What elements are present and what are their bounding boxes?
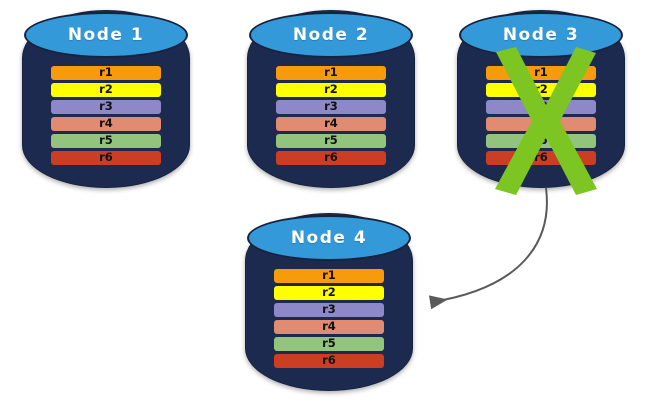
record-r1: r1 <box>486 66 596 80</box>
record-r6: r6 <box>51 151 161 165</box>
record-r2: r2 <box>486 83 596 97</box>
node-2-cylinder-top: Node 2 <box>249 12 413 58</box>
record-r2: r2 <box>274 286 384 300</box>
record-r5: r5 <box>486 134 596 148</box>
record-r6: r6 <box>276 151 386 165</box>
record-r1: r1 <box>276 66 386 80</box>
record-r5: r5 <box>51 134 161 148</box>
record-r3: r3 <box>486 100 596 114</box>
record-r2: r2 <box>51 83 161 97</box>
record-r3: r3 <box>274 303 384 317</box>
record-r5: r5 <box>274 337 384 351</box>
node-1-title: Node 1 <box>67 25 145 45</box>
record-r1: r1 <box>51 66 161 80</box>
record-r4: r4 <box>276 117 386 131</box>
node-1-cylinder-top: Node 1 <box>24 12 188 58</box>
node-4-title: Node 4 <box>290 228 368 248</box>
node-4-cylinder-top: Node 4 <box>247 215 411 261</box>
arrow-path <box>428 187 548 310</box>
record-r3: r3 <box>276 100 386 114</box>
record-r3: r3 <box>51 100 161 114</box>
record-r4: r4 <box>51 117 161 131</box>
node-1[interactable]: Node 1 r1 r2 r3 r4 r5 r6 <box>22 10 190 188</box>
record-r2: r2 <box>276 83 386 97</box>
node-3-records: r1 r2 r3 r4 r5 r6 <box>486 66 596 165</box>
record-r4: r4 <box>486 117 596 131</box>
record-r4: r4 <box>274 320 384 334</box>
record-r6: r6 <box>486 151 596 165</box>
node-2-records: r1 r2 r3 r4 r5 r6 <box>276 66 386 165</box>
record-r1: r1 <box>274 269 384 283</box>
node-1-records: r1 r2 r3 r4 r5 r6 <box>51 66 161 165</box>
node-3-cylinder-top: Node 3 <box>459 12 623 58</box>
node-2[interactable]: Node 2 r1 r2 r3 r4 r5 r6 <box>247 10 415 188</box>
node-4-records: r1 r2 r3 r4 r5 r6 <box>274 269 384 368</box>
node-2-title: Node 2 <box>292 25 370 45</box>
node-3[interactable]: Node 3 r1 r2 r3 r4 r5 r6 <box>457 10 625 195</box>
node-4[interactable]: Node 4 r1 r2 r3 r4 r5 r6 <box>245 213 413 391</box>
record-r6: r6 <box>274 354 384 368</box>
record-r5: r5 <box>276 134 386 148</box>
node-3-title: Node 3 <box>502 25 580 45</box>
